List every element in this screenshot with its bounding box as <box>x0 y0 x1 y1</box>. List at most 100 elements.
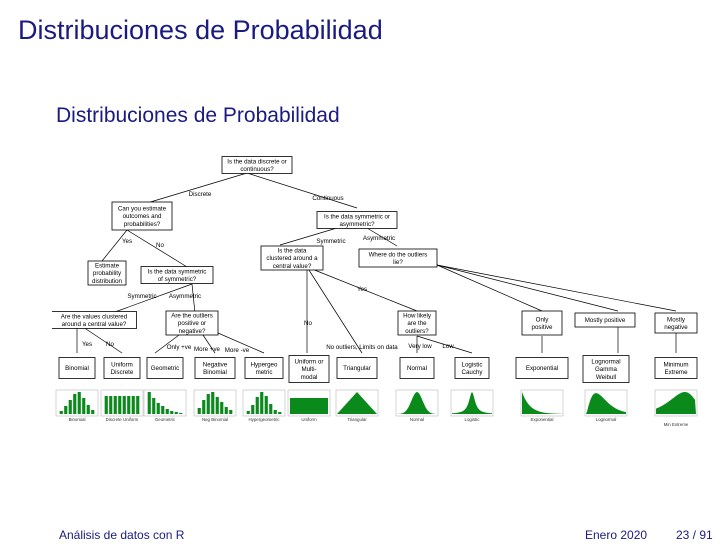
leaf-5-box <box>244 357 284 379</box>
thumb-2-frame <box>100 389 144 417</box>
flow-connector-16 <box>306 266 418 312</box>
leaf-6-line-2: Multi- <box>301 366 316 373</box>
edge-label-yes2: Yes <box>357 286 367 293</box>
thumb-2-bar-2 <box>109 396 113 414</box>
thumb-10-curve <box>522 392 562 414</box>
decision-outliers-pos-box <box>165 310 219 336</box>
leaf-2-line-1: Uniform <box>111 361 133 368</box>
decision-mostly-neg-line-1: Mostly <box>667 316 686 323</box>
decision-only-pos-line-2: positive <box>532 324 554 331</box>
decision-disc-sym-line-1: Is the data symmetric <box>148 268 207 275</box>
decision-vals-clustered-box <box>52 311 137 329</box>
flow-connector-15 <box>306 266 363 354</box>
flow-connector-2 <box>246 172 358 209</box>
thumb-1-bar-5 <box>77 392 81 414</box>
flow-connector-1 <box>146 172 248 204</box>
edge-label-asymmetric2: Asymmetric <box>169 293 201 300</box>
thumb-5-bar-5 <box>264 396 268 414</box>
decision-outliers-lie-line-2: lie? <box>393 259 403 266</box>
thumb-5-bar-1 <box>246 411 250 414</box>
thumb-7-curve <box>337 392 377 414</box>
decision-mostly-pos-line-1: Mostly positive <box>585 317 626 324</box>
decision-mostly-pos-box <box>574 312 636 328</box>
leaf-5-line-2: metric <box>256 369 273 376</box>
decision-mostly-neg-box <box>654 312 698 334</box>
thumb-1-bar-8 <box>91 410 95 414</box>
decision-root-line-1: Is the data discrete or <box>227 158 287 165</box>
thumb-5-bar-7 <box>273 410 277 414</box>
thumb-caption-11: Lognormal <box>596 417 617 422</box>
leaf-4-line-1: Negative <box>203 361 228 368</box>
decision-how-likely-line-1: How likely <box>403 313 432 320</box>
decision-mostly-neg-line-2: negative <box>664 324 688 331</box>
thumb-3-bar-6 <box>170 411 174 414</box>
leaf-1-box <box>58 357 96 379</box>
decision-outliers-pos-line-1: Are the outliers <box>171 313 213 320</box>
decision-symmetric-q-line-1: Is the data symmetric or <box>324 213 390 220</box>
thumb-3-frame <box>143 389 187 417</box>
decision-how-likely-box <box>397 310 437 336</box>
thumb-2-bar-6 <box>127 396 131 414</box>
thumb-caption-5: Hypergeometric <box>249 417 281 422</box>
edge-label-no2: No <box>106 341 114 348</box>
decision-clustered-line-2: clustered around a <box>266 255 318 262</box>
thumb-3-bar-5 <box>165 409 169 414</box>
edge-label-yes3: Yes <box>82 341 92 348</box>
thumb-2-bar-4 <box>118 396 122 414</box>
decision-estimate-line-1: Can you estimate <box>118 206 167 213</box>
leaf-12-line-1: Minimum <box>663 361 688 368</box>
thumb-2-bar-5 <box>122 396 126 414</box>
thumb-1-bar-7 <box>86 405 90 414</box>
decision-vals-clustered-line-2: around a central value? <box>62 321 127 328</box>
decision-symmetric-q-line-2: asymmetric? <box>339 221 375 228</box>
leaf-3-line-1: Geometric <box>151 365 180 372</box>
thumb-5-bar-2 <box>251 405 255 414</box>
thumb-caption-1: Binomial <box>69 417 86 422</box>
thumb-2-bar-8 <box>136 396 140 414</box>
leaf-9-line-2: Cauchy <box>462 369 484 376</box>
decision-outliers-pos-line-2: positive or <box>178 320 206 327</box>
leaf-8-box <box>399 357 435 379</box>
edge-label-only-ve: Only +ve <box>167 344 192 351</box>
thumb-2-bar-7 <box>131 396 135 414</box>
thumb-4-bar-3 <box>206 394 210 414</box>
thumb-3-bar-1 <box>147 392 151 414</box>
decision-clustered-line-3: central value? <box>273 263 312 270</box>
leaf-6-line-3: modal <box>301 374 318 381</box>
thumb-4-bar-4 <box>211 392 215 414</box>
flow-connector-19 <box>436 264 543 312</box>
thumb-1-bar-6 <box>82 398 86 414</box>
thumb-caption-7: Triangular <box>347 417 367 422</box>
leaf-4-box <box>194 357 236 379</box>
thumb-4-frame <box>193 389 237 417</box>
leaf-6-line-1: Uniform or <box>295 359 324 366</box>
thumb-12-curve <box>656 392 696 414</box>
flow-connector-20 <box>436 264 619 312</box>
decision-est-dist-line-2: probability <box>93 270 122 277</box>
decision-estimate-line-3: probabilities? <box>124 221 161 228</box>
thumb-1-bar-4 <box>73 394 77 414</box>
thumb-4-bar-7 <box>224 407 228 414</box>
thumb-3-bar-8 <box>179 413 183 414</box>
decision-est-dist-line-1: Estimate <box>95 263 120 270</box>
decision-vals-clustered-line-1: Are the values clustered <box>61 313 128 320</box>
edge-label-continuous: Continuous <box>312 195 343 202</box>
thumb-5-bar-3 <box>255 397 259 414</box>
flow-connector-4 <box>126 229 193 271</box>
edge-label-more-pve: More +ve <box>194 346 221 353</box>
leaf-11-line-3: Weibull <box>596 374 616 381</box>
decision-only-pos-line-1: Only <box>536 316 550 323</box>
edge-label-no-outliers: No outliers, Limits on data <box>326 344 398 351</box>
decision-root-line-2: continuous? <box>240 166 274 173</box>
decision-how-likely-line-3: outliers? <box>405 328 429 335</box>
thumb-caption-2: Discrete Uniform <box>106 417 139 422</box>
edge-label-asymmetric: Asymmetric <box>363 235 395 242</box>
thumb-9-curve <box>452 392 492 414</box>
thumb-4-bar-6 <box>220 402 224 414</box>
leaf-11-line-1: Lognormal <box>591 359 620 366</box>
thumb-4-bar-5 <box>215 397 219 414</box>
flow-connector-18 <box>416 335 473 354</box>
thumb-caption-3: Geometric <box>155 417 176 422</box>
edge-label-no1: No <box>156 242 164 249</box>
flow-connector-3 <box>101 229 128 262</box>
